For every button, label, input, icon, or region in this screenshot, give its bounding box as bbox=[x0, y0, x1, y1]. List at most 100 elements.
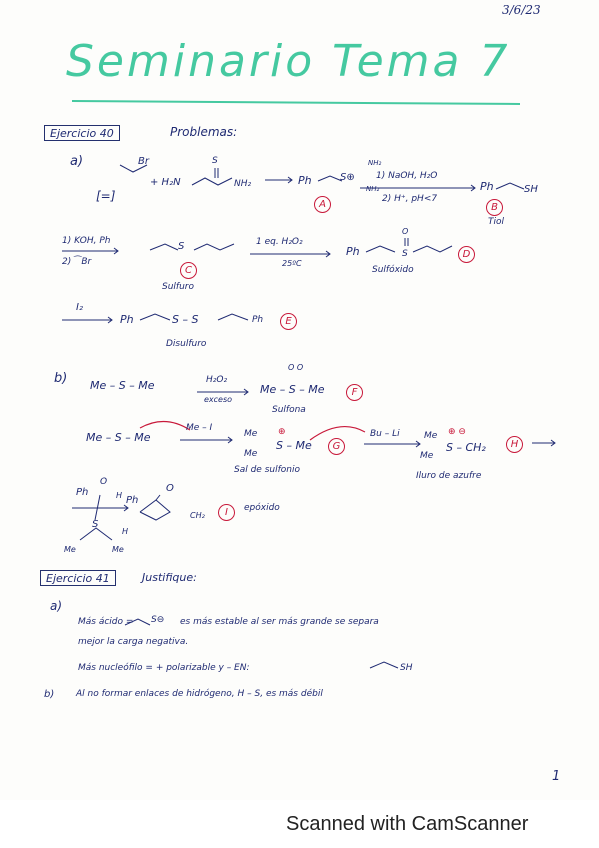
sulfide-s: S bbox=[178, 241, 185, 252]
ej41-line1-anion: S⊖ bbox=[151, 615, 165, 625]
page-number: 1 bbox=[552, 769, 561, 784]
step-i2: I₂ bbox=[76, 302, 83, 313]
compound-h-circle: H bbox=[506, 434, 523, 453]
plus-thiourea: + H₂N bbox=[150, 177, 181, 188]
thiourea-nh2: NH₂ bbox=[234, 179, 252, 189]
ylide-s-ch2: S – CH₂ bbox=[446, 441, 486, 454]
dms-formula-2: Me – S – Me bbox=[86, 431, 151, 444]
step-naoh: 1) NaOH, H₂O bbox=[376, 171, 438, 181]
reagent-mei: Me – I bbox=[186, 423, 213, 433]
compound-a-circle: A bbox=[314, 194, 331, 213]
salt-s-me: S – Me bbox=[276, 439, 312, 452]
ej41-line1-right: es más estable al ser más grande se sepa… bbox=[180, 617, 379, 627]
bond-sulfoxide-1 bbox=[365, 245, 396, 253]
ej41-part-a-letter: a) bbox=[50, 599, 63, 613]
tiol-label: Tiol bbox=[488, 217, 505, 227]
epoxide-o: O bbox=[166, 483, 174, 494]
disulfuro-label: Disulfuro bbox=[166, 339, 207, 349]
ej41-line1-left: Más ácido = bbox=[78, 617, 134, 627]
thiourea-s: S bbox=[212, 156, 218, 166]
title-underline bbox=[71, 100, 521, 105]
bond-s-minus bbox=[124, 618, 151, 626]
iluro-label: Iluro de azufre bbox=[416, 471, 482, 481]
compound-e-circle: E bbox=[280, 311, 297, 330]
aldehyde-o: O bbox=[100, 477, 108, 487]
ej41-part-b-letter: b) bbox=[44, 689, 55, 700]
bond-sulfide-2 bbox=[193, 243, 235, 251]
sulfoxide-s: S bbox=[402, 249, 408, 259]
ej41-line3-sh: SH bbox=[400, 663, 413, 673]
sulfone-formula: Me – S – Me bbox=[260, 383, 325, 396]
bond-allyl bbox=[119, 164, 148, 173]
reagent-buli: Bu – Li bbox=[370, 429, 400, 439]
bond-sh bbox=[369, 661, 399, 669]
sal-sulfonio-label: Sal de sulfonio bbox=[234, 465, 300, 475]
step-allyl-br: 2) ⁀Br bbox=[62, 257, 92, 267]
disulfide-ph1: Ph bbox=[120, 313, 134, 326]
epoxido-label: epóxido bbox=[244, 503, 280, 513]
sulfone-oxygens: O O bbox=[288, 363, 304, 372]
ej41-line3: Más nucleófilo = + polarizable y – EN: bbox=[78, 663, 250, 673]
bond-sulfoxide-2 bbox=[412, 245, 453, 253]
byproduct-me-1: Me bbox=[64, 545, 76, 554]
curved-arrow-deprot bbox=[309, 425, 366, 441]
thiol-sh: SH bbox=[524, 184, 538, 195]
disulfide-ph2: Ph bbox=[252, 315, 264, 325]
ej41-line2: mejor la carga negativa. bbox=[78, 637, 189, 647]
ylide-me-1: Me bbox=[424, 431, 438, 441]
scanned-page: 3/6/23 Seminario Tema 7 Ejercicio 40 Pro… bbox=[40, 3, 561, 784]
ylide-charges: ⊕ ⊖ bbox=[448, 427, 466, 437]
byproduct-h: H bbox=[122, 527, 129, 536]
nh2-bottom: NH₂ bbox=[366, 185, 380, 193]
intermediate-ph: Ph bbox=[298, 174, 312, 187]
part-a-letter: a) bbox=[70, 154, 84, 169]
salt-plus: ⊕ bbox=[278, 427, 286, 437]
compound-d-circle: D bbox=[458, 244, 475, 263]
compound-i-circle: I bbox=[218, 502, 235, 521]
salt-me-1: Me bbox=[244, 429, 258, 439]
date-label: 3/6/23 bbox=[502, 3, 541, 17]
bond-ph-s-a bbox=[317, 175, 343, 182]
disulfide-ss: S – S bbox=[172, 313, 199, 326]
camscanner-watermark: Scanned with CamScanner bbox=[286, 813, 529, 835]
sulfona-label: Sulfona bbox=[272, 405, 306, 415]
part-b-letter: b) bbox=[54, 371, 68, 386]
compound-b-circle: B bbox=[486, 197, 503, 216]
reagent-br: Br bbox=[138, 156, 149, 167]
aldehyde-ph: Ph bbox=[76, 487, 89, 498]
ylide-me-2: Me bbox=[420, 451, 434, 461]
exercise-41-subtitle: Justifique: bbox=[142, 571, 197, 584]
sulfuro-label: Sulfuro bbox=[162, 282, 194, 292]
bond-sulfide-1 bbox=[149, 243, 179, 251]
exercise-40-subtitle: Problemas: bbox=[170, 125, 238, 139]
exercise-40-label: Ejercicio 40 bbox=[44, 125, 120, 141]
salt-me-2: Me bbox=[244, 449, 258, 459]
exercise-41-label: Ejercicio 41 bbox=[40, 570, 116, 586]
step-acid: 2) H⁺, pH<7 bbox=[382, 194, 438, 204]
epoxide-ch2: CH₂ bbox=[190, 511, 205, 520]
page-title: Seminario Tema 7 bbox=[66, 36, 511, 87]
sulfoxido-label: Sulfóxido bbox=[372, 265, 414, 275]
sulfoxide-ph: Ph bbox=[346, 245, 360, 258]
step-koh: 1) KOH, Ph bbox=[62, 236, 111, 246]
handwritten-drawing-layer bbox=[62, 100, 556, 669]
step-h2o2: 1 eq. H₂O₂ bbox=[256, 237, 303, 247]
dms-formula: Me – S – Me bbox=[90, 379, 155, 392]
intermediate-s-plus: S⊕ bbox=[340, 172, 355, 183]
ej41-b-line: Al no formar enlaces de hidrógeno, H – S… bbox=[76, 689, 323, 699]
aldehyde-h: H bbox=[116, 491, 123, 500]
bond-disulfide-2 bbox=[217, 313, 249, 321]
step-temp: 25ºC bbox=[282, 259, 302, 268]
compound-c-circle: C bbox=[180, 260, 197, 279]
bond-ph-sh bbox=[495, 182, 525, 190]
bond-thiourea bbox=[191, 177, 233, 186]
dms-bonds bbox=[79, 527, 113, 541]
exceso-label: exceso bbox=[204, 395, 233, 404]
bond-disulfide-1 bbox=[139, 313, 171, 321]
byproduct-me-2: Me bbox=[112, 545, 124, 554]
epoxide-ring bbox=[139, 499, 171, 521]
nh2-top: NH₂ bbox=[368, 159, 382, 167]
sulfoxide-o: O bbox=[402, 227, 409, 236]
step-h2o2-exceso: H₂O₂ bbox=[206, 375, 228, 385]
compound-g-circle: G bbox=[328, 436, 345, 455]
